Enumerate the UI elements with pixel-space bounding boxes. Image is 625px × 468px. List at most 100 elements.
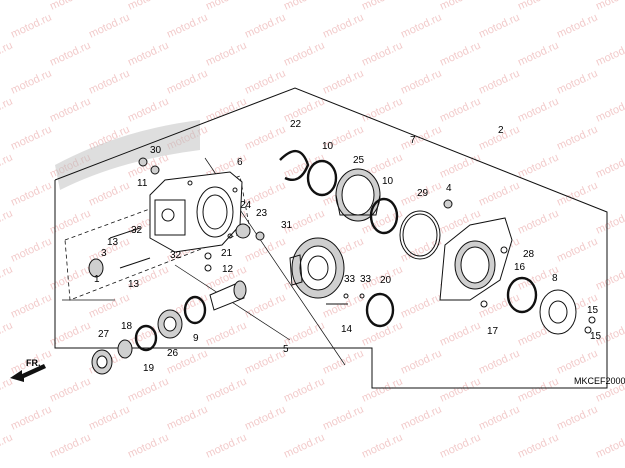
callout-18: 18 [121,321,133,332]
callout-33: 33 [344,274,356,285]
watermark-text: motod.ru [204,0,248,13]
watermark-text: motod.ru [477,179,521,208]
watermark-text: motod.ru [204,431,248,460]
callout-25: 25 [353,155,365,166]
watermark-text: motod.ru [321,11,365,40]
watermark-text: motod.ru [516,207,560,236]
callout-4: 4 [446,183,452,194]
fasteners [109,157,596,334]
watermark-text: motod.ru [477,403,521,432]
watermark-text: motod.ru [126,431,170,460]
watermark-text: motod.ru [204,375,248,404]
watermark-text: motod.ru [360,0,404,13]
watermark-text: motod.ru [555,403,599,432]
o-rings [183,150,538,328]
watermark-text: motod.ru [438,431,482,460]
watermark-text: motod.ru [126,375,170,404]
watermark-text: motod.ru [0,0,15,13]
assembly-frame [54,87,608,389]
callout-3: 3 [101,248,107,259]
callout-27: 27 [98,329,110,340]
watermark-text: motod.ru [555,67,599,96]
watermark-text: motod.ru [243,123,287,152]
watermark-text: motod.ru [165,11,209,40]
watermark-text: motod.ru [555,235,599,264]
watermark-text: motod.ru [477,11,521,40]
callout-23: 23 [256,208,268,219]
callout-19: 19 [143,363,155,374]
watermark-text: motod.ru [555,11,599,40]
callout-5: 5 [283,344,289,355]
watermark-text: motod.ru [516,39,560,68]
watermark-text: motod.ru [516,95,560,124]
watermark-text: motod.ru [399,347,443,376]
watermark-text: motod.ru [0,151,15,180]
watermark-text: motod.ru [555,347,599,376]
callout-15: 15 [590,331,602,342]
callout-21: 21 [221,248,233,259]
callout-32: 32 [170,250,182,261]
watermark-text: motod.ru [594,39,625,68]
watermark-text: motod.ru [516,375,560,404]
watermark-text: motod.ru [48,39,92,68]
callout-15: 15 [587,305,599,316]
watermark-text: motod.ru [438,39,482,68]
background-logo [55,120,200,190]
ring-gear [289,237,345,299]
watermark-text: motod.ru [9,11,53,40]
watermark-text: motod.ru [282,375,326,404]
watermark-text: motod.ru [165,403,209,432]
part-callouts: 1234567891010111213131415151617181920212… [94,119,602,374]
watermark-text: motod.ru [48,95,92,124]
watermark-text: motod.ru [321,67,365,96]
watermark-text: motod.ru [360,319,404,348]
callout-9: 9 [193,333,199,344]
callout-20: 20 [380,275,392,286]
front-direction-label: FR. [26,358,41,368]
watermark-text: motod.ru [0,95,15,124]
watermark-text: motod.ru [0,375,15,404]
watermark-text: motod.ru [243,11,287,40]
watermark-text: motod.ru [438,0,482,13]
watermark-text: motod.ru [360,431,404,460]
watermark-text: motod.ru [126,39,170,68]
callout-10: 10 [382,176,394,187]
watermark-text: motod.ru [477,291,521,320]
watermark-text: motod.ru [360,95,404,124]
pinion-shaft [209,280,247,311]
watermark-text: motod.ru [438,319,482,348]
watermark-text: motod.ru [594,0,625,13]
watermark-text: motod.ru [87,179,131,208]
diagram-code: MKCEF2000 [574,376,625,386]
callout-31: 31 [281,220,293,231]
watermark-text: motod.ru [282,319,326,348]
callout-22: 22 [290,119,302,130]
callout-16: 16 [514,262,526,273]
callout-13: 13 [128,279,140,290]
watermark-text: motod.ru [0,207,15,236]
watermark-text: motod.ru [126,95,170,124]
callout-14: 14 [341,324,353,335]
watermark-text: motod.ru [399,291,443,320]
watermark-text: motod.ru [9,235,53,264]
watermark-text: motod.ru [243,347,287,376]
watermark-text: motod.ru [477,347,521,376]
callout-29: 29 [417,188,429,199]
callout-24: 24 [240,200,252,211]
watermark-text: motod.ru [9,179,53,208]
watermark-text: motod.ru [399,67,443,96]
watermark-text: motod.ru [9,291,53,320]
watermark-text: motod.ru [0,431,15,460]
watermark-text: motod.ru [48,375,92,404]
watermark-text: motod.ru [516,431,560,460]
watermark-text: motod.ru [399,403,443,432]
watermark-text: motod.ru [282,39,326,68]
callout-1: 1 [94,274,100,285]
watermark-text: motod.ru [9,123,53,152]
callout-2: 2 [498,125,504,136]
watermark-text: motod.ru [399,11,443,40]
case-cover [439,217,513,301]
watermark-text: motod.ru [438,151,482,180]
watermark-text: motod.ru [87,67,131,96]
